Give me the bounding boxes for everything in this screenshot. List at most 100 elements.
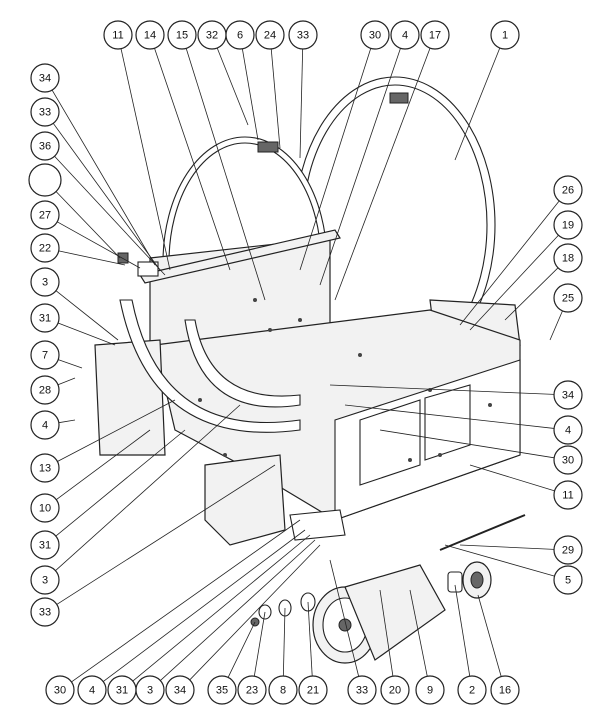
- callout-circle: [553, 380, 583, 410]
- callout-circle: [225, 20, 255, 50]
- callout-label: 19: [562, 220, 574, 232]
- callout-right-25: 25: [553, 283, 583, 313]
- callout-label: 26: [562, 185, 574, 197]
- callout-circle: [553, 283, 583, 313]
- leader-line-left-3b: [55, 404, 241, 571]
- leader-line-bottom-8: [282, 607, 286, 677]
- callout-label: 8: [280, 685, 286, 697]
- callout-circle: [30, 97, 60, 127]
- callout-circle: [30, 131, 60, 161]
- leader-line-left-31b: [55, 429, 186, 537]
- callout-bottom-33: 33: [347, 675, 377, 705]
- top-clip: [389, 92, 409, 104]
- pulley-hub: [470, 571, 484, 589]
- inner-curved-guide: [184, 319, 301, 408]
- callout-circle: [30, 340, 60, 370]
- callout-circle: [165, 675, 195, 705]
- callout-top-1: 1: [490, 20, 520, 50]
- top-bracket: [257, 141, 279, 153]
- callout-circle: [45, 675, 75, 705]
- callout-right-18: 18: [553, 243, 583, 273]
- callout-circle: [553, 415, 583, 445]
- callout-circle: [77, 675, 107, 705]
- callout-left-12: 12: [28, 163, 62, 197]
- callout-top-6: 6: [225, 20, 255, 50]
- highlight-ring: [28, 163, 62, 197]
- callout-label: 31: [39, 313, 51, 325]
- leader-line-left-33b: [56, 464, 276, 605]
- callout-left-28: 28: [30, 375, 60, 405]
- callout-bottom-35: 35: [207, 675, 237, 705]
- callout-left-33b: 33: [30, 597, 60, 627]
- callout-circle: [268, 675, 298, 705]
- leader-line-left-27: [57, 221, 141, 269]
- callout-circle: [360, 20, 390, 50]
- small-block-27: [137, 261, 159, 277]
- leader-line-right-29: [459, 544, 555, 550]
- callout-label: 24: [264, 30, 276, 42]
- callout-label: 30: [562, 455, 574, 467]
- leader-line-bottom-20: [379, 589, 394, 677]
- callout-label: 31: [39, 540, 51, 552]
- leader-line-bottom-35: [227, 621, 256, 678]
- lower-skirt: [204, 454, 286, 546]
- callout-label: 22: [39, 243, 51, 255]
- callout-top-33: 33: [288, 20, 318, 50]
- callout-label: 2: [469, 685, 475, 697]
- callout-label: 4: [565, 425, 571, 437]
- callout-label: 4: [402, 30, 408, 42]
- callout-circle: [237, 675, 267, 705]
- leader-line-top-4: [319, 48, 401, 286]
- leader-line-right-34: [329, 384, 555, 395]
- leader-line-left-13: [57, 399, 176, 462]
- callout-label: 4: [42, 420, 48, 432]
- leader-line-bottom-16: [477, 594, 502, 677]
- leader-line-bottom-23: [253, 611, 266, 677]
- callout-label: 7: [42, 350, 48, 362]
- leader-line-left-4: [58, 419, 76, 424]
- leader-line-right-26: [459, 200, 560, 326]
- callout-label: 27: [39, 210, 51, 222]
- leader-line-right-19: [469, 234, 559, 331]
- window-cutout-right: [424, 384, 471, 461]
- leader-line-top-33: [299, 48, 304, 159]
- callout-label: 3: [147, 685, 153, 697]
- callout-left-3b: 3: [30, 565, 60, 595]
- callout-label: 23: [246, 685, 258, 697]
- callout-bubbles: 1114153262433304171343336122722331728413…: [28, 20, 583, 705]
- callout-bottom-3: 3: [135, 675, 165, 705]
- callout-right-26: 26: [553, 175, 583, 205]
- small-clip-12: [117, 252, 129, 264]
- callout-label: 36: [39, 141, 51, 153]
- callout-bottom-16: 16: [490, 675, 520, 705]
- motor-hub: [338, 618, 352, 632]
- callout-top-30: 30: [360, 20, 390, 50]
- callout-left-4: 4: [30, 410, 60, 440]
- callout-circle: [298, 675, 328, 705]
- leader-line-left-28: [57, 377, 76, 386]
- callout-bottom-30: 30: [45, 675, 75, 705]
- leader-line-top-15: [185, 48, 266, 301]
- callout-label: 33: [356, 685, 368, 697]
- callout-label: 18: [562, 253, 574, 265]
- callout-circle: [553, 480, 583, 510]
- callout-circle: [553, 210, 583, 240]
- leader-line-right-5: [444, 544, 555, 577]
- leader-line-right-25: [549, 310, 563, 341]
- callout-bottom-9: 9: [415, 675, 445, 705]
- callout-label: 4: [89, 685, 95, 697]
- callout-left-33: 33: [30, 97, 60, 127]
- callout-top-17: 17: [420, 20, 450, 50]
- callout-left-3a: 3: [30, 267, 60, 297]
- leader-line-bottom-9: [409, 589, 428, 677]
- callout-circle: [553, 243, 583, 273]
- cross-rail: [139, 229, 341, 284]
- callout-right-5: 5: [553, 565, 583, 595]
- leader-line-top-14: [154, 48, 231, 271]
- callout-label: 1: [502, 30, 508, 42]
- callout-circle: [30, 565, 60, 595]
- callout-bottom-4: 4: [77, 675, 107, 705]
- leader-line-top-11: [120, 48, 171, 271]
- callout-circle: [30, 233, 60, 263]
